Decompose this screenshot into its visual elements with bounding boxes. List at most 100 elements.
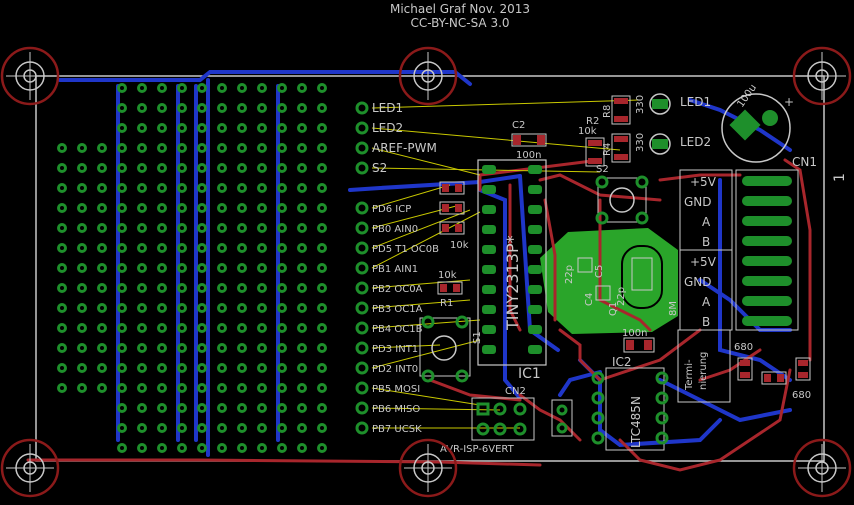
svg-text:AREF-PWM: AREF-PWM bbox=[372, 141, 437, 155]
pin-label-led2: LED2 bbox=[355, 121, 403, 135]
svg-text:PB7 UCSK: PB7 UCSK bbox=[372, 424, 422, 435]
svg-text:GND: GND bbox=[684, 275, 712, 289]
proto-grid-top bbox=[117, 83, 327, 133]
electrolytic-capacitor: 100u + bbox=[721, 83, 794, 163]
mounting-hole-top-center bbox=[398, 46, 458, 106]
svg-text:330: 330 bbox=[635, 95, 646, 114]
svg-text:LED1: LED1 bbox=[680, 95, 711, 109]
pin-label-pb2: PB2 OC0A bbox=[355, 281, 423, 295]
svg-text:PD3 INT1: PD3 INT1 bbox=[372, 344, 418, 355]
svg-text:C5: C5 bbox=[594, 265, 605, 278]
svg-text:S2: S2 bbox=[596, 164, 609, 175]
svg-text:100n: 100n bbox=[516, 150, 541, 161]
svg-text:AVR-ISP-6VERT: AVR-ISP-6VERT bbox=[440, 444, 515, 455]
svg-text:C4: C4 bbox=[584, 293, 595, 306]
svg-text:IC2: IC2 bbox=[612, 355, 632, 369]
svg-text:PB5 MOSI: PB5 MOSI bbox=[372, 384, 420, 395]
svg-text:330: 330 bbox=[635, 133, 646, 152]
pullup-resistors: 10k 10k R1 bbox=[437, 181, 469, 309]
svg-text:LED1: LED1 bbox=[372, 101, 403, 115]
svg-text:10k: 10k bbox=[438, 270, 457, 281]
led-resistors: R8 330 R4 330 R2 10k bbox=[578, 95, 646, 167]
svg-text:nierung: nierung bbox=[698, 352, 709, 390]
pin-label-pd6: PD6 ICP bbox=[355, 201, 411, 215]
ic2-ltc485: LTC485N IC2 100n bbox=[591, 328, 669, 451]
svg-text:TINY2313P*: TINY2313P* bbox=[503, 235, 522, 331]
svg-text:10k: 10k bbox=[578, 126, 597, 137]
svg-text:A: A bbox=[702, 215, 711, 229]
svg-text:R1: R1 bbox=[440, 298, 453, 309]
termination: Termi- nierung 680 680 bbox=[677, 329, 811, 403]
svg-text:PB0 AIN0: PB0 AIN0 bbox=[372, 224, 418, 235]
mounting-hole-bottom-right bbox=[792, 438, 852, 498]
svg-text:+5V: +5V bbox=[690, 175, 717, 189]
svg-text:R4: R4 bbox=[602, 143, 613, 156]
license-line: CC-BY-NC-SA 3.0 bbox=[410, 16, 509, 30]
proto-grid bbox=[57, 83, 327, 453]
ic1-attiny2313: TINY2313P* IC1 bbox=[477, 159, 547, 382]
s2-switch: S2 bbox=[595, 164, 649, 225]
svg-text:680: 680 bbox=[792, 390, 811, 401]
svg-text:R2: R2 bbox=[586, 116, 599, 127]
pin-label-pb4: PB4 OC1B bbox=[355, 321, 423, 335]
svg-text:C2: C2 bbox=[512, 120, 525, 131]
cn1-terminal-block: +5V GND A B +5V GND A B CN1 1 bbox=[679, 155, 848, 331]
svg-text:LED2: LED2 bbox=[680, 135, 711, 149]
pin-label-pb3: PB3 OC1A bbox=[355, 301, 423, 315]
svg-text:B: B bbox=[702, 235, 710, 249]
pin-label-pd2: PD2 INT0 bbox=[355, 361, 418, 375]
svg-text:S1: S1 bbox=[472, 331, 483, 344]
svg-text:Q1: Q1 bbox=[608, 302, 619, 316]
proto-grid-main bbox=[57, 143, 327, 453]
svg-text:IC1: IC1 bbox=[518, 366, 541, 382]
crystal-q1: Q1 8M 22p C5 C4 22p bbox=[564, 245, 679, 316]
svg-text:LTC485N: LTC485N bbox=[629, 396, 643, 448]
svg-text:GND: GND bbox=[684, 195, 712, 209]
pin-label-s2: S2 bbox=[355, 161, 387, 175]
s1-switch: S1 bbox=[419, 315, 483, 383]
led2: LED2 bbox=[649, 133, 711, 155]
svg-text:PB3 OC1A: PB3 OC1A bbox=[372, 304, 423, 315]
svg-text:PB1 AIN1: PB1 AIN1 bbox=[372, 264, 418, 275]
pin-label-pd5: PD5 T1 OC0B bbox=[355, 241, 439, 255]
svg-text:8M: 8M bbox=[668, 301, 679, 316]
svg-text:CN2: CN2 bbox=[505, 386, 526, 397]
cn2-isp-header: CN2 AVR-ISP-6VERT bbox=[440, 386, 573, 455]
pin-label-pb0: PB0 AIN0 bbox=[355, 221, 418, 235]
svg-text:22p: 22p bbox=[564, 265, 575, 284]
svg-text:CN1: CN1 bbox=[792, 155, 817, 169]
led1: LED1 bbox=[649, 93, 711, 115]
pin-label-led1: LED1 bbox=[355, 101, 403, 115]
mounting-hole-bottom-left bbox=[0, 438, 60, 498]
svg-text:100n: 100n bbox=[622, 328, 647, 339]
author-line: Michael Graf Nov. 2013 bbox=[390, 2, 530, 16]
svg-text:B: B bbox=[702, 315, 710, 329]
svg-text:+5V: +5V bbox=[690, 255, 717, 269]
svg-text:PD5 T1 OC0B: PD5 T1 OC0B bbox=[372, 244, 439, 255]
svg-text:22p: 22p bbox=[616, 287, 627, 306]
svg-text:680: 680 bbox=[734, 342, 753, 353]
pin-label-pb5: PB5 MOSI bbox=[355, 381, 420, 395]
svg-text:R8: R8 bbox=[602, 105, 613, 118]
svg-text:PD2 INT0: PD2 INT0 bbox=[372, 364, 418, 375]
svg-text:Termi-: Termi- bbox=[684, 359, 695, 391]
svg-text:PB2 OC0A: PB2 OC0A bbox=[372, 284, 423, 295]
pin-label-pb6: PB6 MISO bbox=[355, 401, 420, 415]
svg-text:PD6 ICP: PD6 ICP bbox=[372, 204, 411, 215]
svg-text:LED2: LED2 bbox=[372, 121, 403, 135]
pin-label-aref-pwm: AREF-PWM bbox=[355, 141, 437, 155]
svg-text:+: + bbox=[784, 95, 794, 109]
airwires bbox=[371, 99, 641, 429]
pin-header: LED1 LED2 AREF-PWM S2 PD6 ICP PB0 AIN0 P… bbox=[355, 101, 439, 435]
pin-label-pd3: PD3 INT1 bbox=[355, 341, 418, 355]
mounting-holes bbox=[0, 46, 852, 498]
mounting-hole-top-right bbox=[792, 46, 852, 106]
ground-plane bbox=[540, 228, 678, 334]
svg-text:A: A bbox=[702, 295, 711, 309]
svg-text:PB6 MISO: PB6 MISO bbox=[372, 404, 420, 415]
pin-label-pb7: PB7 UCSK bbox=[355, 421, 422, 435]
c2-capacitor: C2 100n bbox=[511, 120, 547, 161]
pin-label-pb1: PB1 AIN1 bbox=[355, 261, 418, 275]
mounting-hole-top-left bbox=[0, 46, 60, 106]
